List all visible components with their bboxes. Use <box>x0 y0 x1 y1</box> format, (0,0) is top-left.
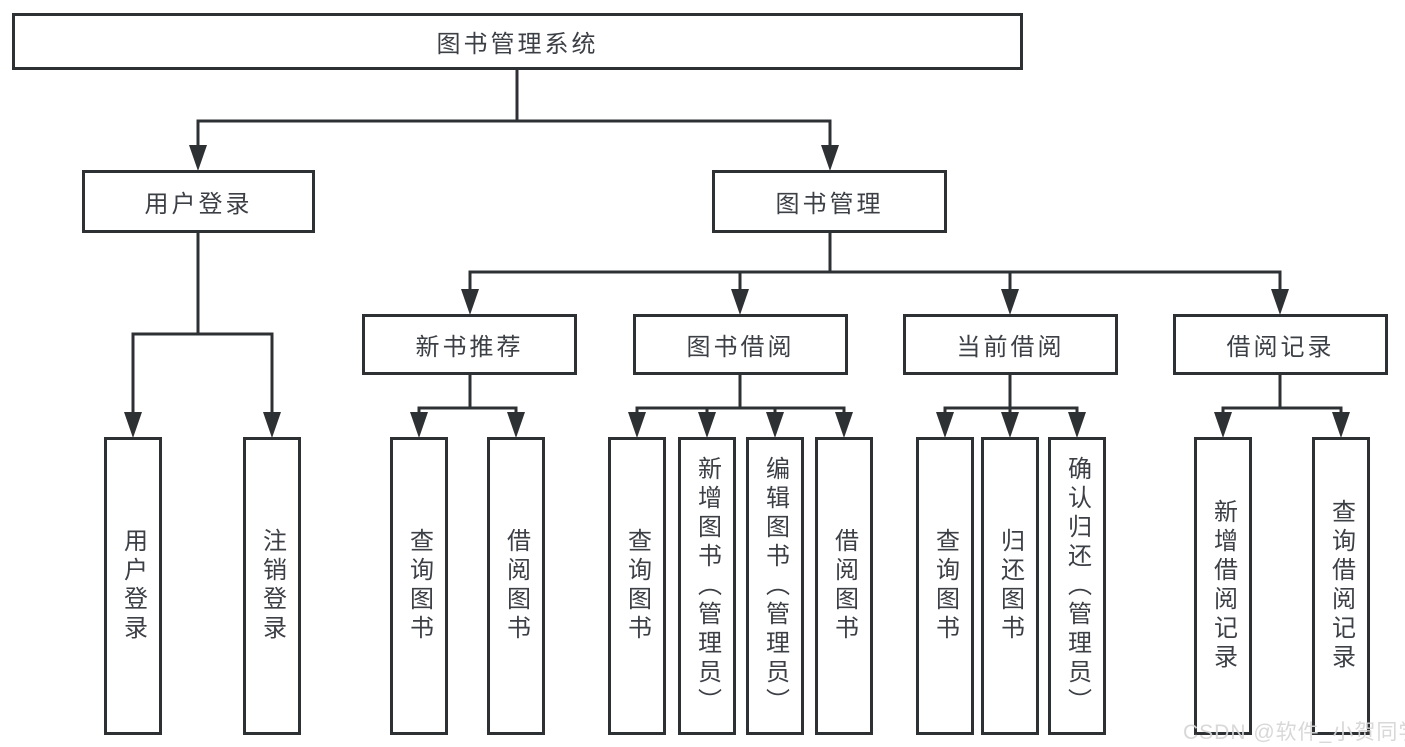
arrowhead-icon <box>821 145 839 171</box>
connector-user-login-to-leaves <box>124 233 281 438</box>
node-user-login: 用户登录 <box>82 170 315 233</box>
arrowhead-icon <box>263 412 281 438</box>
arrowhead-icon <box>1214 412 1232 438</box>
connector-root-to-level2 <box>189 70 839 171</box>
arrowhead-icon <box>124 412 142 438</box>
leaf-return-book: 归还图书 <box>981 437 1039 735</box>
leaf-edit-book-admin: 编辑图书（管理员） <box>746 437 804 735</box>
leaf-query-books-current: 查询图书 <box>916 437 974 735</box>
leaf-confirm-return-admin: 确认归还（管理员） <box>1048 437 1106 735</box>
connector-line <box>417 375 518 416</box>
node-borrow-records: 借阅记录 <box>1173 314 1388 375</box>
leaf-add-book-admin: 新增图书（管理员） <box>678 437 736 735</box>
connector-line <box>131 233 274 416</box>
leaf-user-login: 用户登录 <box>104 437 162 735</box>
arrowhead-icon <box>189 145 207 171</box>
arrowhead-icon <box>731 289 749 315</box>
connector-borrow-records-to-leaves <box>1214 375 1350 438</box>
arrowhead-icon <box>936 412 954 438</box>
watermark: CSDN @软件_小贺同学 <box>1183 721 1405 744</box>
arrowhead-icon <box>628 412 646 438</box>
node-root-system: 图书管理系统 <box>12 13 1023 70</box>
node-current-borrow: 当前借阅 <box>903 314 1118 375</box>
arrowhead-icon <box>461 289 479 315</box>
leaf-query-books-recommend: 查询图书 <box>390 437 448 735</box>
connector-line <box>196 70 832 150</box>
arrowhead-icon <box>410 412 428 438</box>
connector-line <box>943 375 1079 416</box>
connector-line <box>1221 375 1343 416</box>
connector-line <box>635 375 846 416</box>
arrowhead-icon <box>1332 412 1350 438</box>
leaf-query-borrow-record: 查询借阅记录 <box>1312 437 1370 735</box>
leaf-borrow-books: 借阅图书 <box>815 437 873 735</box>
connector-current-borrow-to-leaves <box>936 375 1086 438</box>
leaf-query-books-borrow: 查询图书 <box>608 437 666 735</box>
arrowhead-icon <box>1271 289 1289 315</box>
node-book-management: 图书管理 <box>712 170 947 233</box>
leaf-add-borrow-record: 新增借阅记录 <box>1194 437 1252 735</box>
node-new-book-recommend: 新书推荐 <box>362 314 577 375</box>
node-book-borrow: 图书借阅 <box>633 314 848 375</box>
arrowhead-icon <box>698 412 716 438</box>
connector-line <box>468 233 1282 293</box>
arrowhead-icon <box>1068 412 1086 438</box>
arrowhead-icon <box>1001 289 1019 315</box>
leaf-logout: 注销登录 <box>243 437 301 735</box>
arrowhead-icon <box>766 412 784 438</box>
connector-new-book-recommend-to-leaves <box>410 375 525 438</box>
arrowhead-icon <box>507 412 525 438</box>
connector-book-borrow-to-leaves <box>628 375 853 438</box>
connector-book-management-to-level3 <box>461 233 1289 315</box>
arrowhead-icon <box>1001 412 1019 438</box>
leaf-borrow-books-recommend: 借阅图书 <box>487 437 545 735</box>
arrowhead-icon <box>835 412 853 438</box>
